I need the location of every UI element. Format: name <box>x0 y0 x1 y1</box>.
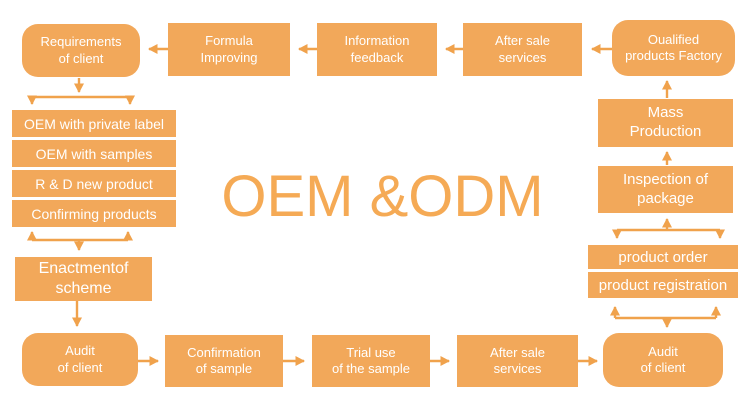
node-audit-of-client-right: Audit of client <box>603 333 723 387</box>
node-audit-of-client-left: Audit of client <box>22 333 138 386</box>
node-requirements-of-client: Requirements of client <box>22 24 140 77</box>
option-rd-new-product: R & D new product <box>12 170 176 197</box>
node-after-sale-services-bottom: After sale services <box>457 335 578 387</box>
diagram-title: OEM &ODM <box>221 163 544 229</box>
node-enactment-of-scheme: Enactmentof scheme <box>15 257 152 301</box>
node-product-registration: product registration <box>588 272 738 298</box>
node-after-sale-services-top: After sale services <box>463 23 582 76</box>
option-oem-private-label: OEM with private label <box>12 110 176 137</box>
node-inspection-of-package: Inspection of package <box>598 166 733 213</box>
node-product-order: product order <box>588 245 738 269</box>
node-trial-use-of-sample: Trial use of the sample <box>312 335 430 387</box>
option-oem-with-samples: OEM with samples <box>12 140 176 167</box>
node-confirmation-of-sample: Confirmation of sample <box>165 335 283 387</box>
node-information-feedback: Information feedback <box>317 23 437 76</box>
node-mass-production: Mass Production <box>598 99 733 147</box>
node-formula-improving: Formula Improving <box>168 23 290 76</box>
option-confirming-products: Confirming products <box>12 200 176 227</box>
node-qualified-products-factory: Oualified products Factory <box>612 20 735 76</box>
